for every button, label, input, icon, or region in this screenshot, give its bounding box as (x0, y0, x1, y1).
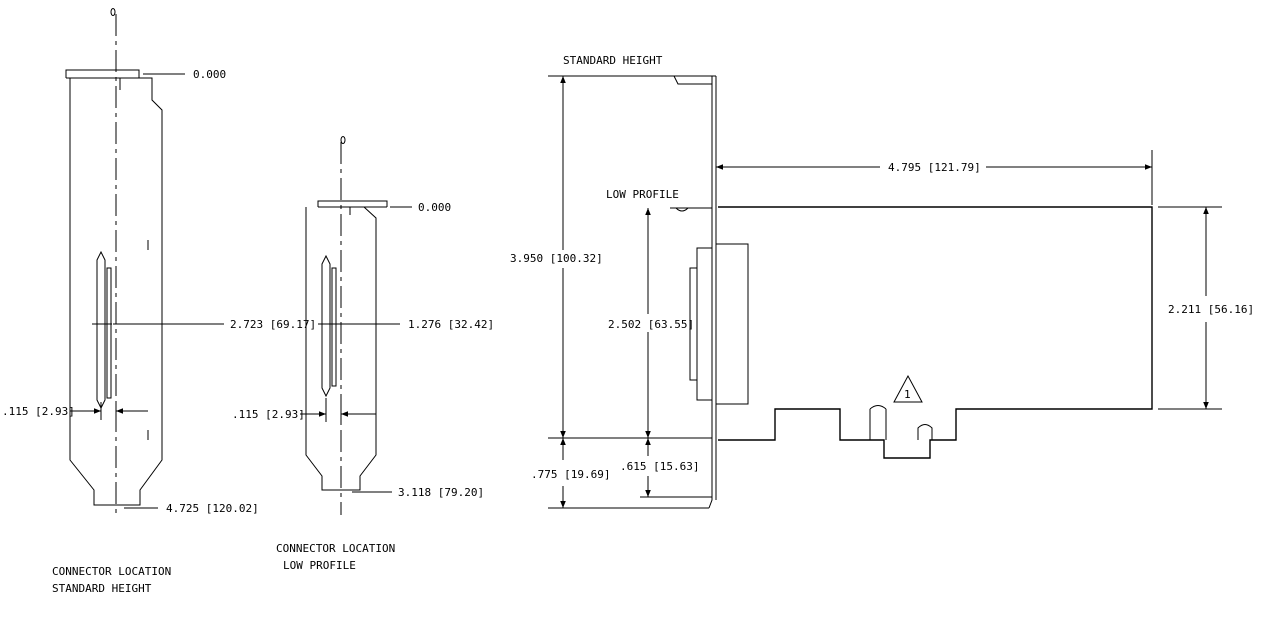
lp-height-dim-label: 2.502 [63.55] (608, 318, 694, 331)
card-width-label: 4.795 [121.79] (888, 161, 981, 174)
std-caption-line1: CONNECTOR LOCATION (52, 565, 171, 578)
std-zero-label: 0.000 (193, 68, 226, 81)
note-number: 1 (904, 388, 911, 401)
low-profile-label: LOW PROFILE (606, 188, 679, 201)
standard-height-bracket: 0.000 2.723 [69.17] .115 [2.93] 4.725 [1… (2, 8, 316, 595)
std-caption-line2: STANDARD HEIGHT (52, 582, 152, 595)
std-height-dim-label: 3.950 [100.32] (510, 252, 603, 265)
note-triangle-icon (893, 374, 923, 403)
lp-length-label: 3.118 [79.20] (398, 486, 484, 499)
std-offset-label: .115 [2.93] (2, 405, 75, 418)
card-height-dim-label: 2.211 [56.16] (1168, 303, 1254, 316)
low-profile-bracket: 0.000 1.276 [32.42] .115 [2.93] 3.118 [7… (232, 136, 494, 572)
lp-connector-location-label: 1.276 [32.42] (408, 318, 494, 331)
lp-caption-line2: LOW PROFILE (283, 559, 356, 572)
lp-caption-line1: CONNECTOR LOCATION (276, 542, 395, 555)
lp-zero-label: 0.000 (418, 201, 451, 214)
std-connector-location-label: 2.723 [69.17] (230, 318, 316, 331)
lp-bottom-dim-label: .615 [15.63] (620, 460, 699, 473)
card-side-view: STANDARD HEIGHT LOW PROFILE 1 4.795 [121… (510, 54, 1254, 509)
lp-offset-label: .115 [2.93] (232, 408, 305, 421)
std-bottom-dim-label: .775 [19.69] (531, 468, 610, 481)
standard-height-label: STANDARD HEIGHT (563, 54, 663, 67)
std-length-label: 4.725 [120.02] (166, 502, 259, 515)
bracket-hole-icon (110, 8, 116, 16)
bracket-hole-icon (340, 136, 346, 144)
